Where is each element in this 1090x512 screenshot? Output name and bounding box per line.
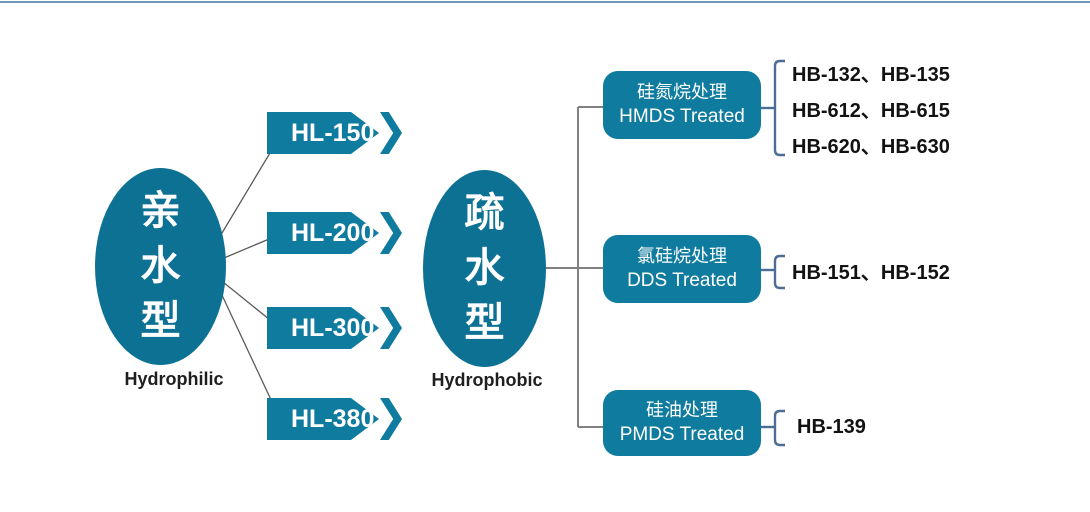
product-arrow-hl-150: HL-150 <box>267 112 379 154</box>
hydrophobic-ellipse: 疏水型 <box>423 170 546 367</box>
treatment-zh: 硅氮烷处理 <box>637 82 727 103</box>
treatment-en: DDS Treated <box>627 269 737 291</box>
treatment-box-pmds: 硅油处理 PMDS Treated <box>603 390 761 456</box>
code-list-hmds: HB-132、HB-135 HB-612、HB-615 HB-620、HB-63… <box>792 54 950 162</box>
code-line: HB-620、HB-630 <box>792 135 950 158</box>
treatment-en: PMDS Treated <box>619 423 745 445</box>
chevron-right-icon <box>380 307 402 349</box>
code-line: HB-139 <box>797 415 866 438</box>
code-list-dds: HB-151、HB-152 <box>792 252 950 288</box>
chevron-right-icon <box>380 398 402 440</box>
treatment-en: HMDS Treated <box>619 105 745 127</box>
chevron-right-icon <box>380 112 402 154</box>
treatment-box-hmds: 硅氮烷处理 HMDS Treated <box>603 71 761 139</box>
code-line: HB-612、HB-615 <box>792 99 950 122</box>
product-arrow-hl-300: HL-300 <box>267 307 379 349</box>
treatment-box-dds: 氯硅烷处理 DDS Treated <box>603 235 761 303</box>
hydrophobic-zh-text: 疏水型 <box>464 190 505 346</box>
hydrophilic-label: Hydrophilic <box>124 369 224 389</box>
code-brackets <box>761 59 785 447</box>
product-arrow-hl-200: HL-200 <box>267 212 379 254</box>
treatment-zh: 硅油处理 <box>646 400 718 421</box>
hydrophilic-zh-text: 亲水型 <box>140 188 181 344</box>
code-line: HB-132、HB-135 <box>792 63 950 86</box>
treatment-zh: 氯硅烷处理 <box>637 246 727 267</box>
code-line: HB-151、HB-152 <box>792 261 950 284</box>
code-list-pmds: HB-139 <box>797 409 866 445</box>
top-border-line <box>0 1 1090 3</box>
hydrophilic-ellipse: 亲水型 <box>95 168 226 365</box>
chevron-right-icon <box>380 212 402 254</box>
product-arrow-hl-380: HL-380 <box>267 398 379 440</box>
hydrophobic-label: Hydrophobic <box>431 370 543 390</box>
